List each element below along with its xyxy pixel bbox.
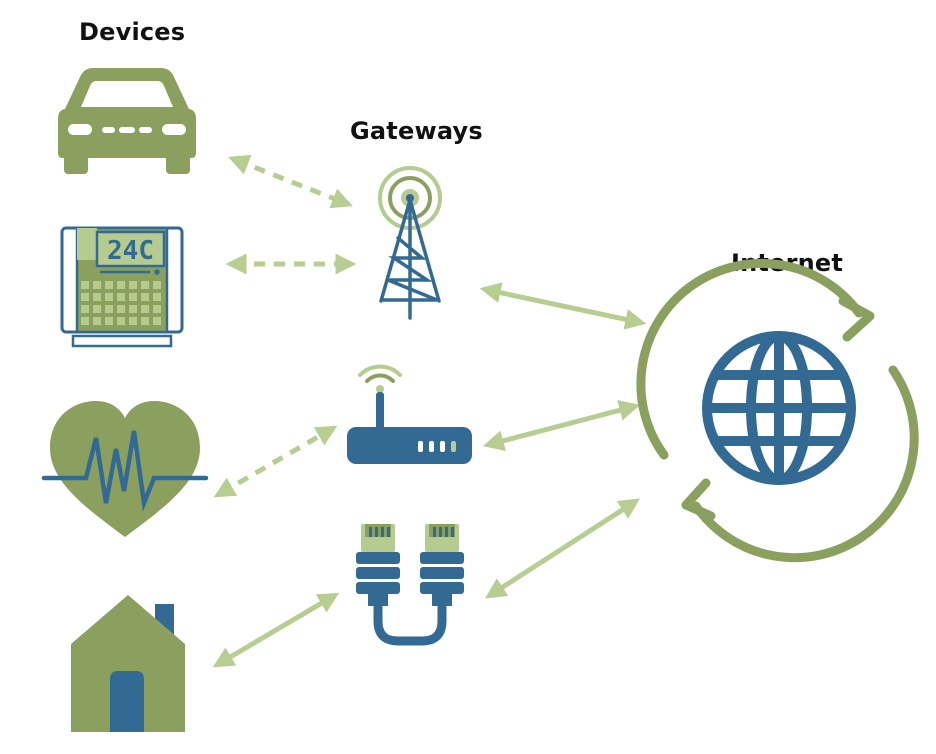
arrow-router-internet <box>482 400 641 451</box>
heart-monitor-icon <box>41 401 209 537</box>
devices-heading: Devices <box>79 18 186 46</box>
arrow-heart-router <box>213 425 338 498</box>
thermostat-display: 24C <box>107 236 154 266</box>
gateways-heading: Gateways <box>350 117 483 145</box>
car-icon <box>58 68 196 174</box>
arrow-house-cable <box>212 592 340 668</box>
arrow-cable-internet <box>484 498 641 599</box>
ethernet-cable-icon <box>356 524 464 646</box>
thermostat-icon: 24C <box>60 226 184 348</box>
cell-tower-icon <box>378 166 442 320</box>
globe-sync-icon <box>636 258 919 563</box>
globe <box>702 331 856 485</box>
connectors <box>212 154 647 668</box>
arrow-car-tower <box>228 154 353 209</box>
house-icon <box>71 595 185 732</box>
wifi-router-icon <box>347 364 472 464</box>
arrow-tower-internet <box>479 282 647 330</box>
keypad <box>81 281 161 325</box>
